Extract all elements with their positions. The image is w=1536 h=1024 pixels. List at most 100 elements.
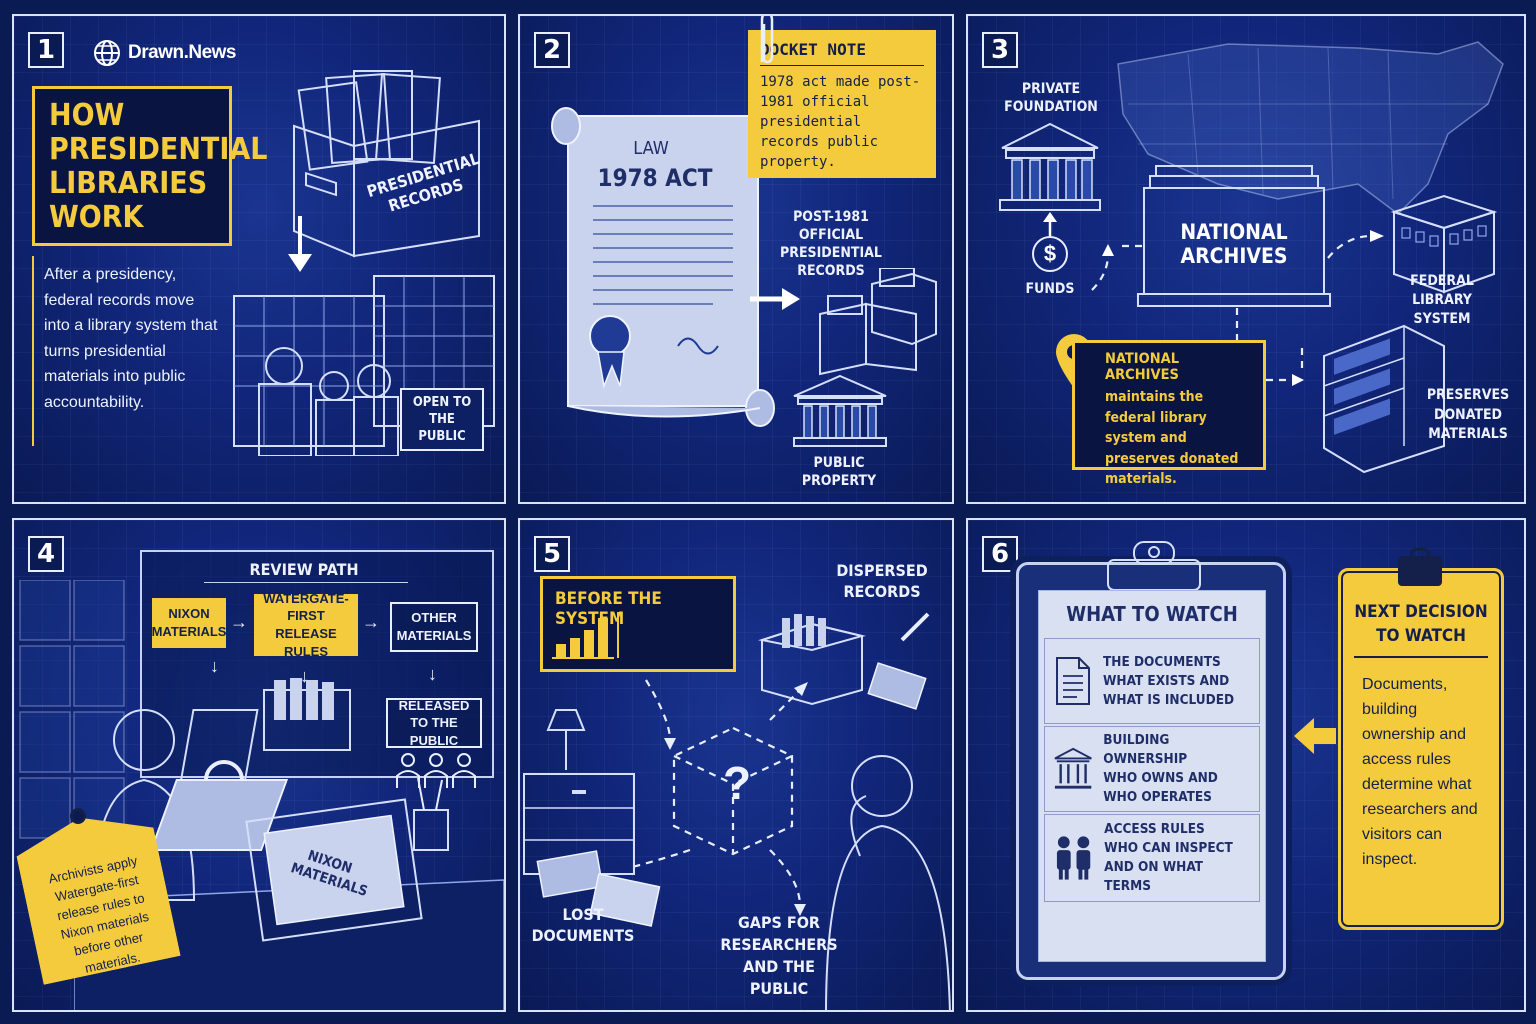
panel-1: 1 Drawn.News HOW PRESIDENTIAL LIBRARIES … xyxy=(12,14,506,504)
funds-label: FUNDS xyxy=(1025,281,1075,297)
docket-note-body: 1978 act made post-1981 official preside… xyxy=(760,74,921,170)
review-path-title: REVIEW PATH xyxy=(249,560,359,579)
dollar-icon: $ xyxy=(1032,236,1068,272)
up-arrow xyxy=(1043,212,1057,238)
unknown-cube-icon xyxy=(672,726,794,856)
watch-item: THE DOCUMENTS WHAT EXISTS AND WHAT IS IN… xyxy=(1044,638,1260,724)
left-arrow xyxy=(1294,718,1336,754)
globe-icon xyxy=(94,40,120,66)
callout-to-shelves-arrow xyxy=(1266,344,1304,386)
clipboard-clip-icon xyxy=(1107,541,1201,591)
government-building-icon xyxy=(793,374,887,447)
flow-arrow: → xyxy=(362,612,380,632)
flow-watergate: WATERGATE-FIRST RELEASE RULES xyxy=(254,591,358,659)
panel-number: 4 xyxy=(28,536,64,572)
archives-down-dash xyxy=(1235,308,1239,348)
scroll-act-label: 1978 ACT xyxy=(597,164,713,192)
callout-body: maintains the federal library system and… xyxy=(1105,389,1239,487)
us-map-icon xyxy=(1117,41,1504,215)
title-line: HOW xyxy=(49,98,125,133)
title-line: PRESIDENTIAL xyxy=(49,132,268,167)
scattered-papers-illustration xyxy=(536,850,661,927)
gaps-label: GAPS FOR RESEARCHERS AND THE PUBLIC xyxy=(720,913,838,998)
library-building-illustration xyxy=(233,275,495,456)
flow-nixon: NIXON MATERIALS xyxy=(152,598,226,648)
document-icon xyxy=(1056,657,1090,705)
bar-chart-icon xyxy=(552,612,619,659)
records-box-illustration xyxy=(293,70,480,258)
brand-name: Drawn.News xyxy=(128,42,236,63)
foundation-building-icon xyxy=(999,122,1101,211)
record-boxes-illustration xyxy=(819,268,937,376)
federal-library-label: FEDERAL LIBRARY SYSTEM xyxy=(1410,273,1474,327)
watch-item-line: WHAT EXISTS AND xyxy=(1103,672,1230,689)
flow-other: OTHER MATERIALS xyxy=(390,602,478,652)
next-decision-body: Documents, building ownership and access… xyxy=(1362,676,1478,868)
clipboard-paper xyxy=(1038,590,1266,962)
panel-number: 1 xyxy=(28,32,64,68)
title-box: HOW PRESIDENTIAL LIBRARIES WORK xyxy=(32,86,268,246)
panel-number: 6 xyxy=(982,536,1018,572)
archivist-desk-illustration xyxy=(74,678,504,1010)
watch-item-text: BUILDING OWNERSHIP WHO OWNS AND WHO OPER… xyxy=(1103,731,1251,807)
people-icon xyxy=(1056,836,1091,880)
down-arrow xyxy=(288,216,312,272)
watch-item-line: WHAT IS INCLUDED xyxy=(1103,691,1235,708)
archives-to-library-arrow xyxy=(1327,230,1384,259)
callout-title: NATIONAL ARCHIVES xyxy=(1105,351,1180,383)
dispersed-box-illustration xyxy=(758,612,930,710)
brand-logo: Drawn.News xyxy=(92,38,236,68)
archives-callout: NATIONAL ARCHIVES maintains the federal … xyxy=(1072,340,1266,487)
flow-arrow-down: ↓ xyxy=(300,666,309,686)
briefcase-handle xyxy=(1410,548,1430,558)
federal-library-building-icon xyxy=(1390,194,1498,294)
docket-note-title: DOCKET NOTE xyxy=(760,40,866,59)
post-1981-records-label: POST-1981 OFFICIAL PRESIDENTIAL RECORDS xyxy=(780,209,882,279)
law-scroll-illustration xyxy=(551,107,775,427)
watch-item: BUILDING OWNERSHIP WHO OWNS AND WHO OPER… xyxy=(1044,726,1260,812)
researcher-illustration xyxy=(825,755,951,1010)
public-people-icon xyxy=(396,753,476,788)
watch-item: ACCESS RULES WHO CAN INSPECT AND ON WHAT… xyxy=(1044,814,1260,902)
panel-6: 6 WHAT TO WATCH THE DOCUMENTS WHAT EXIST… xyxy=(966,518,1526,1012)
watch-item-text: ACCESS RULES WHO CAN INSPECT AND ON WHAT… xyxy=(1104,820,1251,896)
review-path-rule xyxy=(204,582,408,583)
panel-5: 5 BEFORE THE SYSTEM DISPERSED RECORDS ? xyxy=(518,518,954,1012)
title-line: LIBRARIES xyxy=(49,166,208,201)
flow-released: RELEASED TO THE PUBLIC xyxy=(386,698,482,748)
panel-number: 5 xyxy=(534,536,570,572)
funds-flow-arrow xyxy=(1091,244,1144,291)
question-mark: ? xyxy=(722,757,752,809)
watch-item-title: THE DOCUMENTS xyxy=(1103,653,1221,670)
private-foundation-label: PRIVATE FOUNDATION xyxy=(1004,81,1098,115)
national-archives-building xyxy=(1137,165,1331,307)
watch-item-line: AND ON WHAT TERMS xyxy=(1104,859,1203,894)
flow-arrow: → xyxy=(230,612,248,632)
panel-4: 4 REVIEW PATH NIXON MATERIALS → WATERGAT… xyxy=(12,518,506,1012)
tag-hole xyxy=(70,808,86,824)
paperclip-icon xyxy=(760,16,774,64)
flow-arrow-down: ↓ xyxy=(428,664,437,684)
open-sign: OPEN TO THE PUBLIC xyxy=(400,388,484,451)
right-arrow xyxy=(750,288,800,310)
dispersed-label: DISPERSED RECORDS xyxy=(836,561,928,601)
watch-item-line: WHO CAN INSPECT xyxy=(1104,840,1233,856)
watch-item-title: BUILDING OWNERSHIP xyxy=(1103,732,1188,767)
archives-label: NATIONAL ARCHIVES xyxy=(1180,220,1288,268)
yellow-rule xyxy=(32,256,34,446)
next-decision-rule xyxy=(1354,656,1488,658)
panel-number: 2 xyxy=(534,32,570,68)
lost-documents-label: LOST DOCUMENTS xyxy=(531,905,635,945)
dollar-symbol: $ xyxy=(1043,241,1057,266)
scroll-law-label: LAW xyxy=(633,138,669,159)
briefcase-icon xyxy=(1398,556,1442,586)
building-icon xyxy=(1054,747,1092,789)
what-to-watch-title: WHAT TO WATCH xyxy=(1066,602,1238,626)
title-line: WORK xyxy=(49,200,144,235)
watch-item-line: WHO OWNS AND xyxy=(1103,770,1218,786)
panel-2: 2 LAW 1978 ACT DOCKET NOTE 1978 act made… xyxy=(518,14,954,504)
watch-item-title: ACCESS RULES xyxy=(1104,821,1205,837)
docket-note-rule xyxy=(760,65,924,66)
watch-item-text: THE DOCUMENTS WHAT EXISTS AND WHAT IS IN… xyxy=(1103,653,1234,710)
next-decision-title: NEXT DECISION TO WATCH xyxy=(1354,602,1488,646)
